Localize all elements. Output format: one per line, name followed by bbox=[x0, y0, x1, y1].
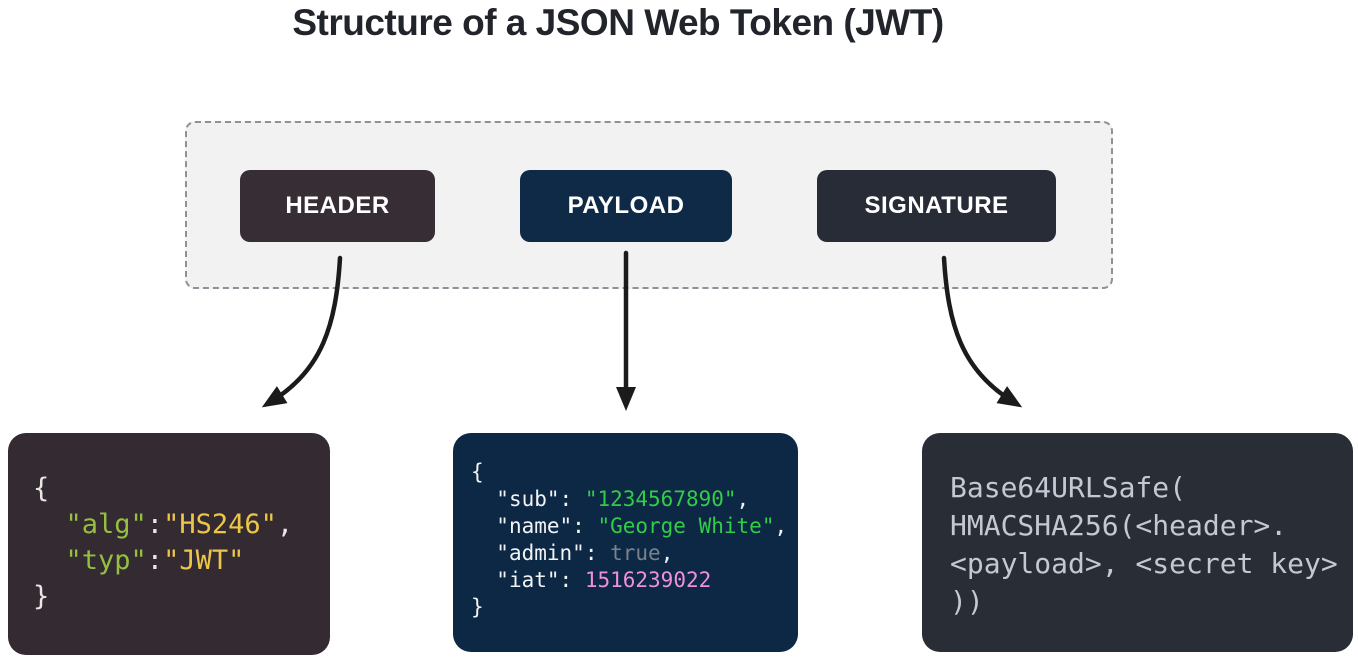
code-line: "admin": true, bbox=[496, 541, 674, 565]
payload-code-box: { "sub": "1234567890", "name": "George W… bbox=[453, 433, 798, 652]
code-line: )) bbox=[950, 585, 984, 618]
code-line: "sub": "1234567890", bbox=[496, 487, 750, 511]
code-line: } bbox=[471, 595, 484, 619]
code-line: <payload>, <secret key> bbox=[950, 547, 1338, 580]
arrows-layer bbox=[261, 250, 1023, 411]
header-code-box: { "alg":"HS246", "typ":"JWT"} bbox=[8, 433, 330, 655]
header-arrow bbox=[261, 255, 343, 408]
code-line: "alg":"HS246", bbox=[65, 509, 294, 540]
code-line: "iat": 1516239022 bbox=[496, 568, 712, 592]
code-line: Base64URLSafe( bbox=[950, 471, 1187, 504]
payload-part-label: PAYLOAD bbox=[520, 170, 732, 242]
signature-code-box: Base64URLSafe( HMACSHA256(<header>. <paylo… bbox=[922, 433, 1353, 652]
code-line: "typ":"JWT" bbox=[65, 545, 245, 576]
diagram-title: Structure of a JSON Web Token (JWT) bbox=[292, 2, 944, 43]
signature-part-label: SIGNATURE bbox=[817, 170, 1056, 242]
code-line: { bbox=[471, 460, 484, 484]
code-line: HMACSHA256(<header>. bbox=[950, 509, 1288, 542]
header-part-label: HEADER bbox=[240, 170, 435, 242]
signature-arrow bbox=[941, 255, 1023, 408]
code-line: } bbox=[33, 581, 50, 612]
code-line: { bbox=[33, 473, 50, 504]
code-line: "name": "George White", bbox=[496, 514, 788, 538]
